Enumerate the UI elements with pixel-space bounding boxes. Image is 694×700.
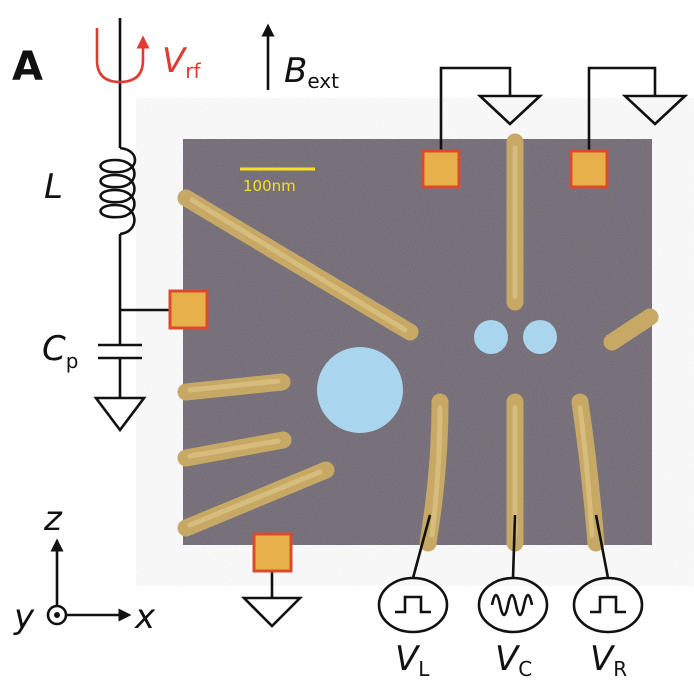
- gate-right: [603, 308, 659, 351]
- small-quantum-dot-left: [474, 320, 508, 354]
- svg-text:x: x: [134, 597, 156, 637]
- svg-text:VR: VR: [590, 639, 627, 681]
- svg-text:y: y: [13, 597, 35, 637]
- rf-circuit: Vrf L Cp: [42, 18, 201, 433]
- gate-source-right: VR: [572, 514, 644, 681]
- gate-source-center: VC: [477, 514, 549, 681]
- coordinate-axes: z y x: [13, 499, 156, 637]
- ground-icon: [240, 596, 304, 628]
- sem-image: 100nm: [177, 133, 659, 552]
- ohmic-contact-pad: [252, 532, 293, 573]
- gate-source-left: VL: [377, 514, 449, 681]
- rf-signal-arrow: [95, 28, 150, 84]
- large-quantum-dot: [317, 347, 403, 433]
- panel-label: A: [12, 44, 43, 90]
- scale-bar-label: 100nm: [243, 177, 296, 195]
- svg-text:VC: VC: [495, 639, 532, 681]
- ohmic-contact-pad-rf: [168, 289, 209, 330]
- sine-wave-icon: [490, 593, 534, 617]
- field-label: Bext: [284, 51, 339, 93]
- svg-text:z: z: [43, 499, 63, 539]
- ohmic-contact-pad: [569, 149, 609, 189]
- ground-icon: [93, 396, 147, 433]
- inductor-coil: [99, 146, 137, 236]
- pulse-icon: [590, 595, 626, 614]
- inductor-label: L: [44, 167, 63, 207]
- capacitor-label: Cp: [42, 329, 78, 373]
- ohmic-contact-pad: [421, 149, 461, 189]
- pulse-icon: [395, 595, 431, 614]
- ground-icon: [621, 94, 689, 126]
- rf-label: Vrf: [162, 41, 201, 83]
- small-quantum-dot-right: [523, 320, 557, 354]
- svg-text:VL: VL: [395, 639, 430, 681]
- ground-icon: [476, 94, 544, 126]
